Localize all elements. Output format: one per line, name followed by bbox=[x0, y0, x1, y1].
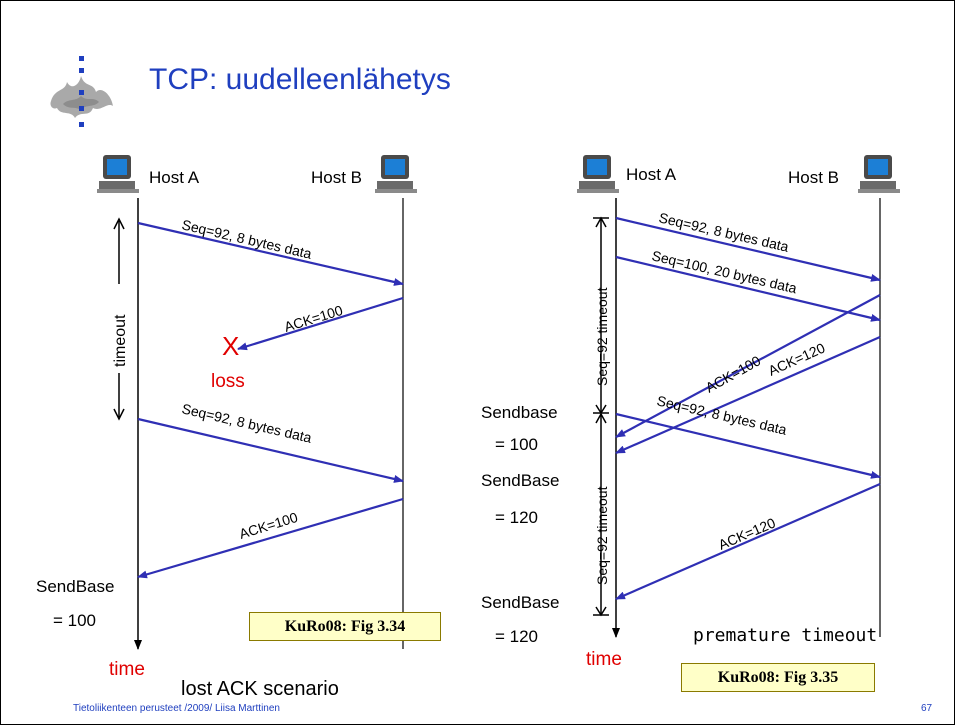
sendbase-label: SendBase bbox=[36, 577, 115, 596]
message-label: ACK=100 bbox=[703, 352, 764, 395]
segment-arrow bbox=[615, 216, 881, 282]
message-label: Seq=92, 8 bytes data bbox=[180, 216, 313, 261]
scenario-caption: premature timeout bbox=[693, 625, 878, 646]
timeout-label: timeout bbox=[112, 314, 129, 367]
ack-arrow bbox=[615, 294, 881, 438]
timeout-label: Seq=92 timeout bbox=[594, 486, 610, 585]
message-label: ACK=100 bbox=[282, 302, 345, 335]
page-number: 67 bbox=[921, 703, 933, 714]
computer-icon bbox=[858, 155, 900, 193]
host-b-label: Host B bbox=[311, 168, 363, 187]
segment-arrow bbox=[137, 417, 404, 483]
segment-arrow bbox=[137, 221, 404, 286]
segment-arrow bbox=[615, 255, 881, 322]
sendbase-label: Sendbase bbox=[481, 403, 558, 422]
scenario-caption: lost ACK scenario bbox=[181, 678, 339, 700]
loss-mark: X bbox=[222, 331, 240, 361]
message-label: ACK=100 bbox=[237, 509, 300, 542]
ack-arrow bbox=[137, 497, 404, 579]
sendbase-label: SendBase bbox=[481, 471, 560, 490]
time-label: time bbox=[586, 649, 622, 670]
computer-icon bbox=[375, 155, 417, 193]
timeout-label: Seq=92 timeout bbox=[594, 287, 610, 386]
figure-reference: KuRo08: Fig 3.34 bbox=[249, 612, 441, 641]
computer-icon bbox=[577, 155, 619, 193]
host-a-label: Host A bbox=[626, 165, 677, 184]
footer-text: Tietoliikenteen perusteet /2009/ Liisa M… bbox=[73, 703, 280, 714]
sendbase-value: = 100 bbox=[53, 611, 97, 630]
message-label: Seq=92, 8 bytes data bbox=[655, 392, 788, 437]
figure-reference: KuRo08: Fig 3.35 bbox=[681, 663, 875, 692]
ack-arrow bbox=[237, 296, 404, 351]
host-b-label: Host B bbox=[788, 168, 840, 187]
segment-arrow bbox=[615, 412, 881, 479]
sendbase-value: = 120 bbox=[495, 627, 539, 646]
message-label: Seq=92, 8 bytes data bbox=[180, 400, 313, 445]
loss-label: loss bbox=[211, 371, 245, 392]
sendbase-value: = 120 bbox=[495, 508, 539, 527]
time-label: time bbox=[109, 659, 145, 680]
sendbase-value: = 100 bbox=[495, 435, 539, 454]
computer-icon bbox=[97, 155, 139, 193]
sendbase-label: SendBase bbox=[481, 593, 560, 612]
university-logo-icon bbox=[50, 56, 113, 127]
host-a-label: Host A bbox=[149, 168, 200, 187]
ack-arrow bbox=[615, 335, 881, 455]
ack-arrow bbox=[615, 482, 881, 601]
slide-title: TCP: uudelleenlähetys bbox=[149, 63, 451, 96]
